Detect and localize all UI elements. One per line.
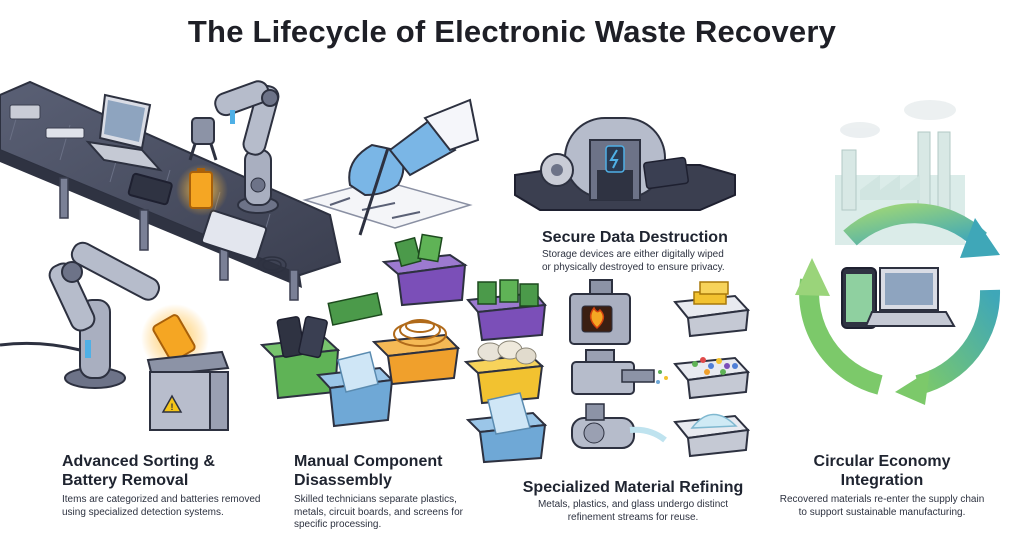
sorting-bin-icon <box>465 392 548 464</box>
sorting-bin-icon <box>466 279 547 342</box>
stage-heading: Secure Data Destruction <box>542 229 728 246</box>
robot-arm-icon <box>0 241 161 389</box>
smartphone-icon <box>841 267 877 329</box>
page-title: The Lifecycle of Electronic Waste Recove… <box>187 14 837 49</box>
battery-icon <box>189 171 213 209</box>
laptop-icon <box>864 267 956 327</box>
sorting-bin-icon <box>315 351 395 428</box>
stage-circular-economy: Circular Economy Integration Recovered m… <box>772 452 992 519</box>
svg-text:!: ! <box>171 402 174 412</box>
stage-material-refining: Specialized Material Refining Metals, pl… <box>513 478 753 524</box>
stage-secure-data-destruction: Secure Data Destruction Storage devices … <box>542 228 752 274</box>
stage-description: Skilled technicians separate plastics, m… <box>294 494 463 530</box>
stage-description: Recovered materials re-enter the supply … <box>779 494 985 518</box>
tablet-icon <box>200 209 268 261</box>
stage-heading: Manual Component Disassembly <box>294 453 443 489</box>
sorting-bin-icon <box>381 233 468 307</box>
robot-arm-icon <box>188 80 280 214</box>
gold-bars-icon <box>673 281 751 338</box>
stage-heading: Circular Economy Integration <box>813 453 951 489</box>
mill-icon <box>571 403 667 449</box>
sorting-bin-icon <box>463 340 545 405</box>
battery-disposal-bin-icon: ! <box>146 350 230 431</box>
stage-description: Items are categorized and batteries remo… <box>62 494 261 518</box>
stage-description: Metals, plastics, and glass undergo dist… <box>537 499 729 523</box>
sorting-bin-icon <box>259 315 341 400</box>
sorting-bin-icon <box>371 319 461 386</box>
stage-sorting-battery-removal: Advanced Sorting & Battery Removal Items… <box>62 452 262 519</box>
circuit-board-icon <box>327 292 383 326</box>
laptop-icon <box>85 93 163 172</box>
furnace-icon <box>569 279 631 345</box>
stage-manual-disassembly: Manual Component Disassembly Skilled tec… <box>294 452 494 532</box>
stage-description: Storage devices are either digitally wip… <box>542 249 725 273</box>
gloved-hand-icon <box>302 98 480 236</box>
stage-heading: Advanced Sorting & Battery Removal <box>62 453 215 489</box>
plastic-pellets-icon <box>673 356 751 400</box>
circular-arrows-icon <box>795 203 1001 405</box>
stage-heading: Specialized Material Refining <box>522 479 744 496</box>
glass-cullet-icon <box>673 413 751 458</box>
cable-icon <box>257 256 287 274</box>
smartphone-icon <box>127 172 173 206</box>
hard-drive-shredder-icon <box>514 117 736 211</box>
shredder-icon <box>571 349 668 395</box>
